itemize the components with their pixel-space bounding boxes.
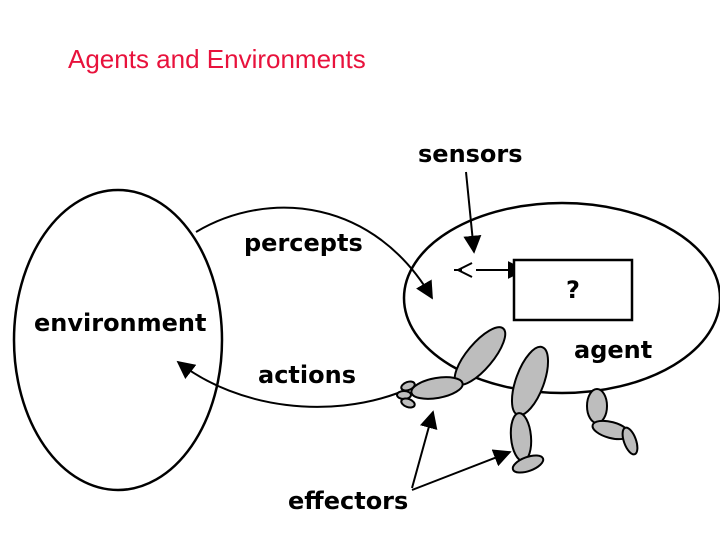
effectors-pointer-arrow-leg [411, 449, 512, 491]
percepts-label: percepts [244, 229, 363, 257]
sensor-eye-icon [454, 262, 473, 278]
effector-forearm [410, 376, 464, 400]
percepts-arrow [195, 206, 433, 300]
effectors-pointer-arrow-arm [411, 410, 438, 489]
sensors-pointer-arrow [463, 171, 482, 254]
actions-arrow [176, 360, 399, 408]
actions-label: actions [258, 361, 356, 389]
agent-label: agent [574, 336, 652, 364]
effector-foot-back [621, 426, 639, 456]
agent-program-question-mark: ? [566, 276, 580, 304]
effector-leg-back [586, 388, 608, 424]
agent-program-box [512, 258, 634, 322]
effector-shin [509, 412, 533, 462]
agent-ellipse [402, 201, 720, 395]
effector-hand-icon [396, 380, 416, 409]
effector-foot [511, 454, 545, 474]
environment-label: environment [34, 309, 207, 337]
effectors-label: effectors [288, 487, 408, 515]
effector-thigh [510, 345, 550, 417]
environment-ellipse [12, 188, 224, 492]
slide-title: Agents and Environments [68, 44, 366, 74]
sensors-label: sensors [418, 140, 523, 168]
